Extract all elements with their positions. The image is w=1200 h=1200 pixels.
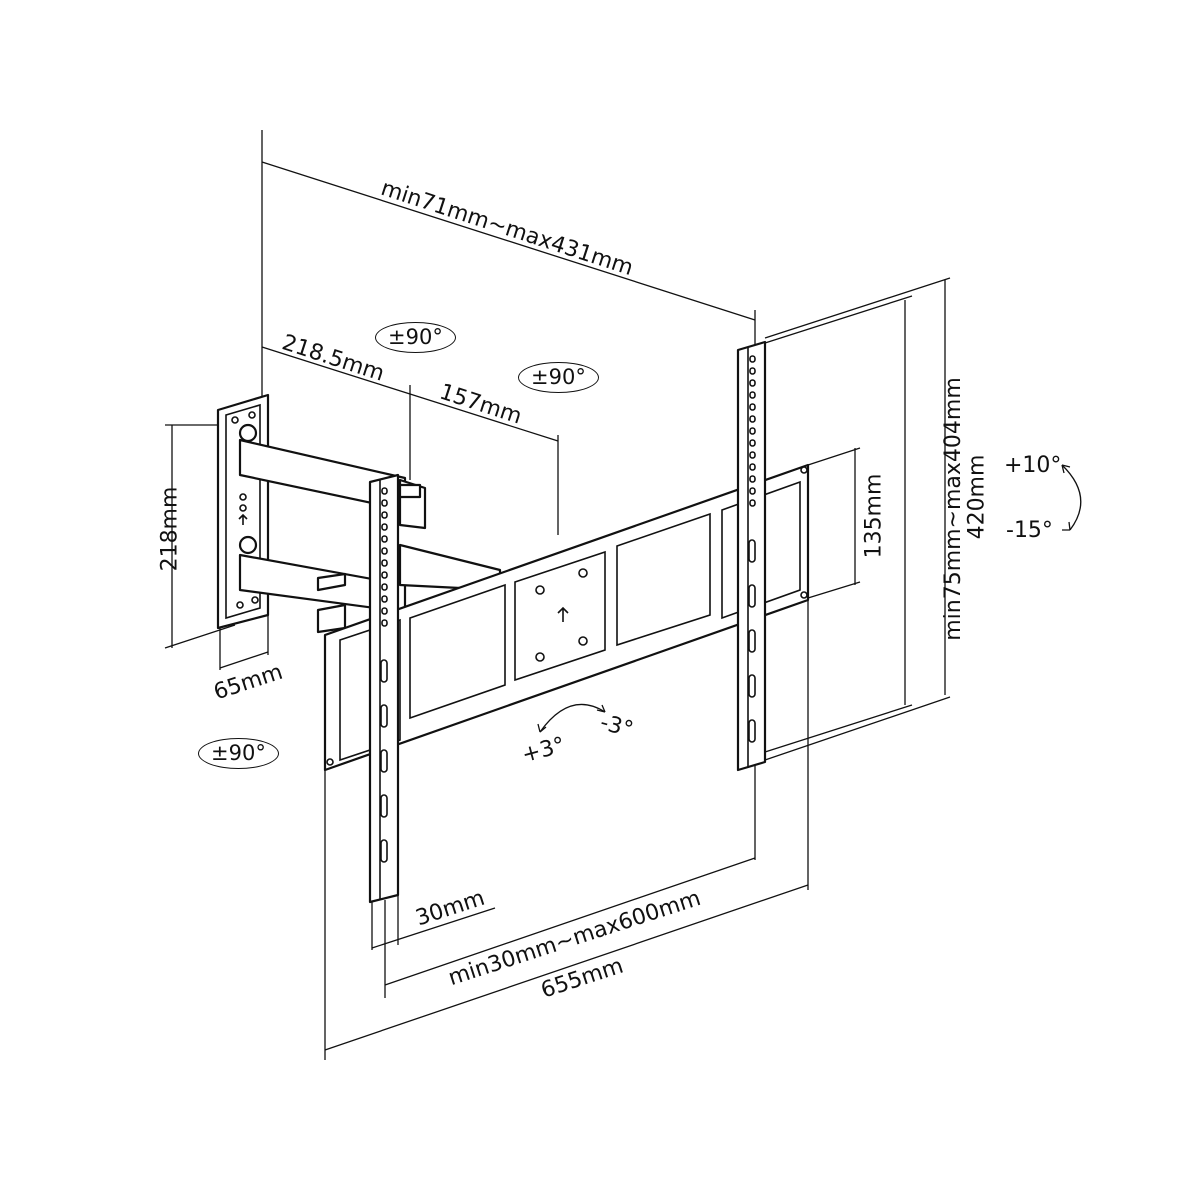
rail-hole bbox=[381, 571, 388, 579]
rail-hole bbox=[380, 704, 388, 728]
plate-height-label: 135mm bbox=[861, 473, 887, 559]
vertical-vesa-label: min75mm~max404mm bbox=[940, 377, 966, 641]
rail-hole bbox=[748, 674, 756, 698]
rail-hole bbox=[749, 427, 756, 435]
rail-hole bbox=[381, 607, 388, 615]
rail-hole bbox=[380, 839, 388, 863]
swing-arms bbox=[238, 423, 502, 634]
rail-hole bbox=[749, 415, 756, 423]
rail-hole bbox=[749, 355, 756, 363]
rail-hole bbox=[381, 583, 388, 591]
swivel-top-badge: ±90° bbox=[375, 322, 456, 353]
rail-hole bbox=[749, 367, 756, 375]
rail-hole bbox=[380, 659, 388, 683]
tilt-up-label: +10° bbox=[1004, 453, 1062, 478]
rail-height-label: 420mm bbox=[964, 454, 990, 540]
rail-hole bbox=[381, 559, 388, 567]
rail-hole bbox=[748, 539, 756, 563]
rail-hole bbox=[749, 475, 756, 483]
rail-hole bbox=[748, 584, 756, 608]
rail-hole bbox=[381, 499, 388, 507]
rail-hole bbox=[381, 535, 388, 543]
rail-hole bbox=[381, 511, 388, 519]
rail-hole bbox=[381, 595, 388, 603]
rail-hole bbox=[749, 379, 756, 387]
tilt-down-label: -15° bbox=[1006, 518, 1053, 543]
tv-bracket-plate bbox=[323, 463, 810, 772]
rotation-arrows bbox=[537, 464, 1082, 733]
rail-hole bbox=[381, 487, 388, 495]
swivel-wall-badge: ±90° bbox=[198, 738, 279, 769]
rail-hole bbox=[380, 749, 388, 773]
rail-hole bbox=[381, 547, 388, 555]
rail-hole bbox=[749, 451, 756, 459]
rail-hole bbox=[749, 391, 756, 399]
vertical-rails bbox=[368, 340, 767, 904]
rail-hole bbox=[381, 619, 388, 627]
rail-hole bbox=[749, 463, 756, 471]
rail-hole bbox=[748, 629, 756, 653]
rail-hole bbox=[748, 719, 756, 743]
wall-plate-height-label: 218mm bbox=[157, 486, 183, 572]
rail-hole bbox=[380, 794, 388, 818]
rail-hole bbox=[749, 487, 756, 495]
swivel-middle-badge: ±90° bbox=[518, 362, 599, 393]
rail-hole bbox=[749, 499, 756, 507]
rail-hole bbox=[749, 403, 756, 411]
rail-hole bbox=[749, 439, 756, 447]
rail-hole bbox=[381, 523, 388, 531]
dimension-lines bbox=[164, 130, 951, 1060]
